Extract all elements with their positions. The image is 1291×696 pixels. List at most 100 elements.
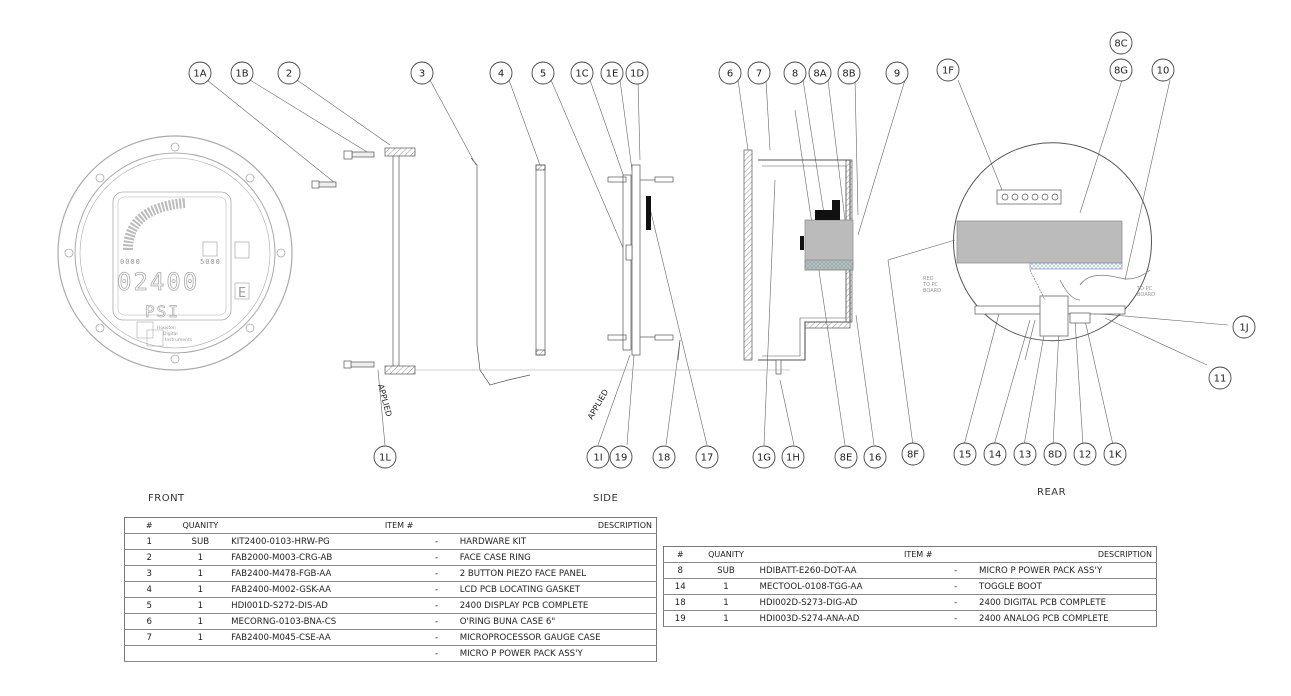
bom-cell-dash: - <box>417 629 456 646</box>
callout-8f: 8F <box>901 442 925 466</box>
bom-cell-desc: O'RING BUNA CASE 6" <box>455 613 657 630</box>
bom-right-header: # QUANITY ITEM # DESCRIPTION <box>663 546 1157 563</box>
callout-label: 1L <box>379 453 391 464</box>
bezel-screw-holes <box>64 142 286 364</box>
front-brand-line2: Digital <box>163 331 178 337</box>
bom-cell-item: HDIBATT-E260-DOT-AA <box>755 562 937 579</box>
screw-1l <box>343 360 375 369</box>
front-display-value: 02400 <box>117 268 199 296</box>
bom-cell-item: HDI002D-S273-DIG-AD <box>755 594 937 611</box>
bom-cell-dash: - <box>417 549 456 566</box>
bom-cell-num: 19 <box>663 610 697 627</box>
pcb-18 <box>677 339 681 361</box>
callout-15: 15 <box>953 442 977 466</box>
callout-1l: 1L <box>373 445 397 469</box>
bom-left-num-header: # <box>124 517 174 534</box>
callout-1d: 1D <box>625 61 649 85</box>
rear-view-internals <box>953 142 1152 361</box>
callout-label: 3 <box>419 69 425 80</box>
bom-cell-desc: 2400 DISPLAY PCB COMPLETE <box>455 597 657 614</box>
callout-label: 8G <box>1114 66 1128 77</box>
callout-label: 4 <box>498 69 504 80</box>
callout-11: 11 <box>1208 366 1232 390</box>
bom-cell-num: 8 <box>663 562 697 579</box>
bom-cell-dash: - <box>417 533 456 550</box>
front-unit-label: PSI <box>145 302 180 321</box>
callout-label: 8D <box>1048 450 1062 461</box>
bom-cell-num: 6 <box>124 613 174 630</box>
bom-cell-qty: 1 <box>173 581 228 598</box>
callout-1c: 1C <box>570 61 594 85</box>
callout-label: 1A <box>193 69 206 80</box>
bom-cell-qty: SUB <box>173 533 228 550</box>
callout-label: 1G <box>757 453 771 464</box>
bom-right-item-header: ITEM # <box>755 546 937 563</box>
power-pack <box>800 200 854 271</box>
bom-cell-desc: 2400 ANALOG PCB COMPLETE <box>975 610 1157 627</box>
screw-1a <box>311 180 337 189</box>
callout-2: 2 <box>277 61 301 85</box>
bom-cell-dash: - <box>936 578 976 595</box>
face-case-ring <box>384 147 416 375</box>
callout-16: 16 <box>863 445 887 469</box>
bom-cell-dash: - <box>417 581 456 598</box>
callout-7: 7 <box>747 61 771 85</box>
callout-13: 13 <box>1013 442 1037 466</box>
callout-12: 12 <box>1073 442 1097 466</box>
bom-cell-num: 14 <box>663 578 697 595</box>
callout-8c: 8C <box>1109 31 1133 55</box>
callout-6: 6 <box>718 61 742 85</box>
callout-label: 8C <box>1114 39 1127 50</box>
callout-label: 11 <box>1214 374 1227 385</box>
front-brand-line1: Houston <box>157 325 176 331</box>
lcd-gasket <box>535 164 546 356</box>
front-view-gauge-face <box>57 135 293 371</box>
front-scale-low: 0000 <box>120 258 141 266</box>
bom-cell-qty: 1 <box>173 549 228 566</box>
bom-cell-desc: MICRO P POWER PACK ASS'Y <box>975 562 1157 579</box>
bom-cell-dash: - <box>417 597 456 614</box>
bom-left-item-header: ITEM # <box>227 517 418 534</box>
callout-label: 1B <box>235 69 248 80</box>
callout-label: 1C <box>575 69 588 80</box>
callout-label: 2 <box>286 69 292 80</box>
bom-cell-desc: 2400 DIGITAL PCB COMPLETE <box>975 594 1157 611</box>
callout-8e: 8E <box>834 445 858 469</box>
callout-label: 8E <box>840 453 853 464</box>
bom-cell-dash: - <box>417 645 456 662</box>
bom-cell-dash: - <box>417 613 456 630</box>
bom-cell-qty: 1 <box>696 610 756 627</box>
bom-cell-num: 1 <box>124 533 174 550</box>
bom-cell-qty: 1 <box>696 594 756 611</box>
callout-1h: 1H <box>781 445 805 469</box>
callout-5: 5 <box>531 61 555 85</box>
callout-label: 6 <box>727 69 733 80</box>
bom-cell-num: 7 <box>124 629 174 646</box>
callout-1f: 1F <box>936 58 960 82</box>
bom-cell-dash: - <box>417 565 456 582</box>
callout-label: 8A <box>813 69 826 80</box>
callout-label: 16 <box>869 453 882 464</box>
callout-18: 18 <box>652 445 676 469</box>
callout-label: 10 <box>1157 66 1170 77</box>
bom-cell-desc: TOGGLE BOOT <box>975 578 1157 595</box>
callout-label: 1D <box>630 69 644 80</box>
bom-cell-item: FAB2400-M002-GSK-AA <box>227 581 418 598</box>
callout-1a: 1A <box>188 61 212 85</box>
bom-cell-num: 5 <box>124 597 174 614</box>
bom-cell-num: 18 <box>663 594 697 611</box>
bom-cell-item: MECORNG-0103-BNA-CS <box>227 613 418 630</box>
face-panel <box>470 157 531 386</box>
bom-left-desc-header: DESCRIPTION <box>455 517 657 534</box>
bom-cell-desc: HARDWARE KIT <box>455 533 657 550</box>
side-view-exploded <box>311 147 854 386</box>
screw-1b <box>343 150 375 160</box>
